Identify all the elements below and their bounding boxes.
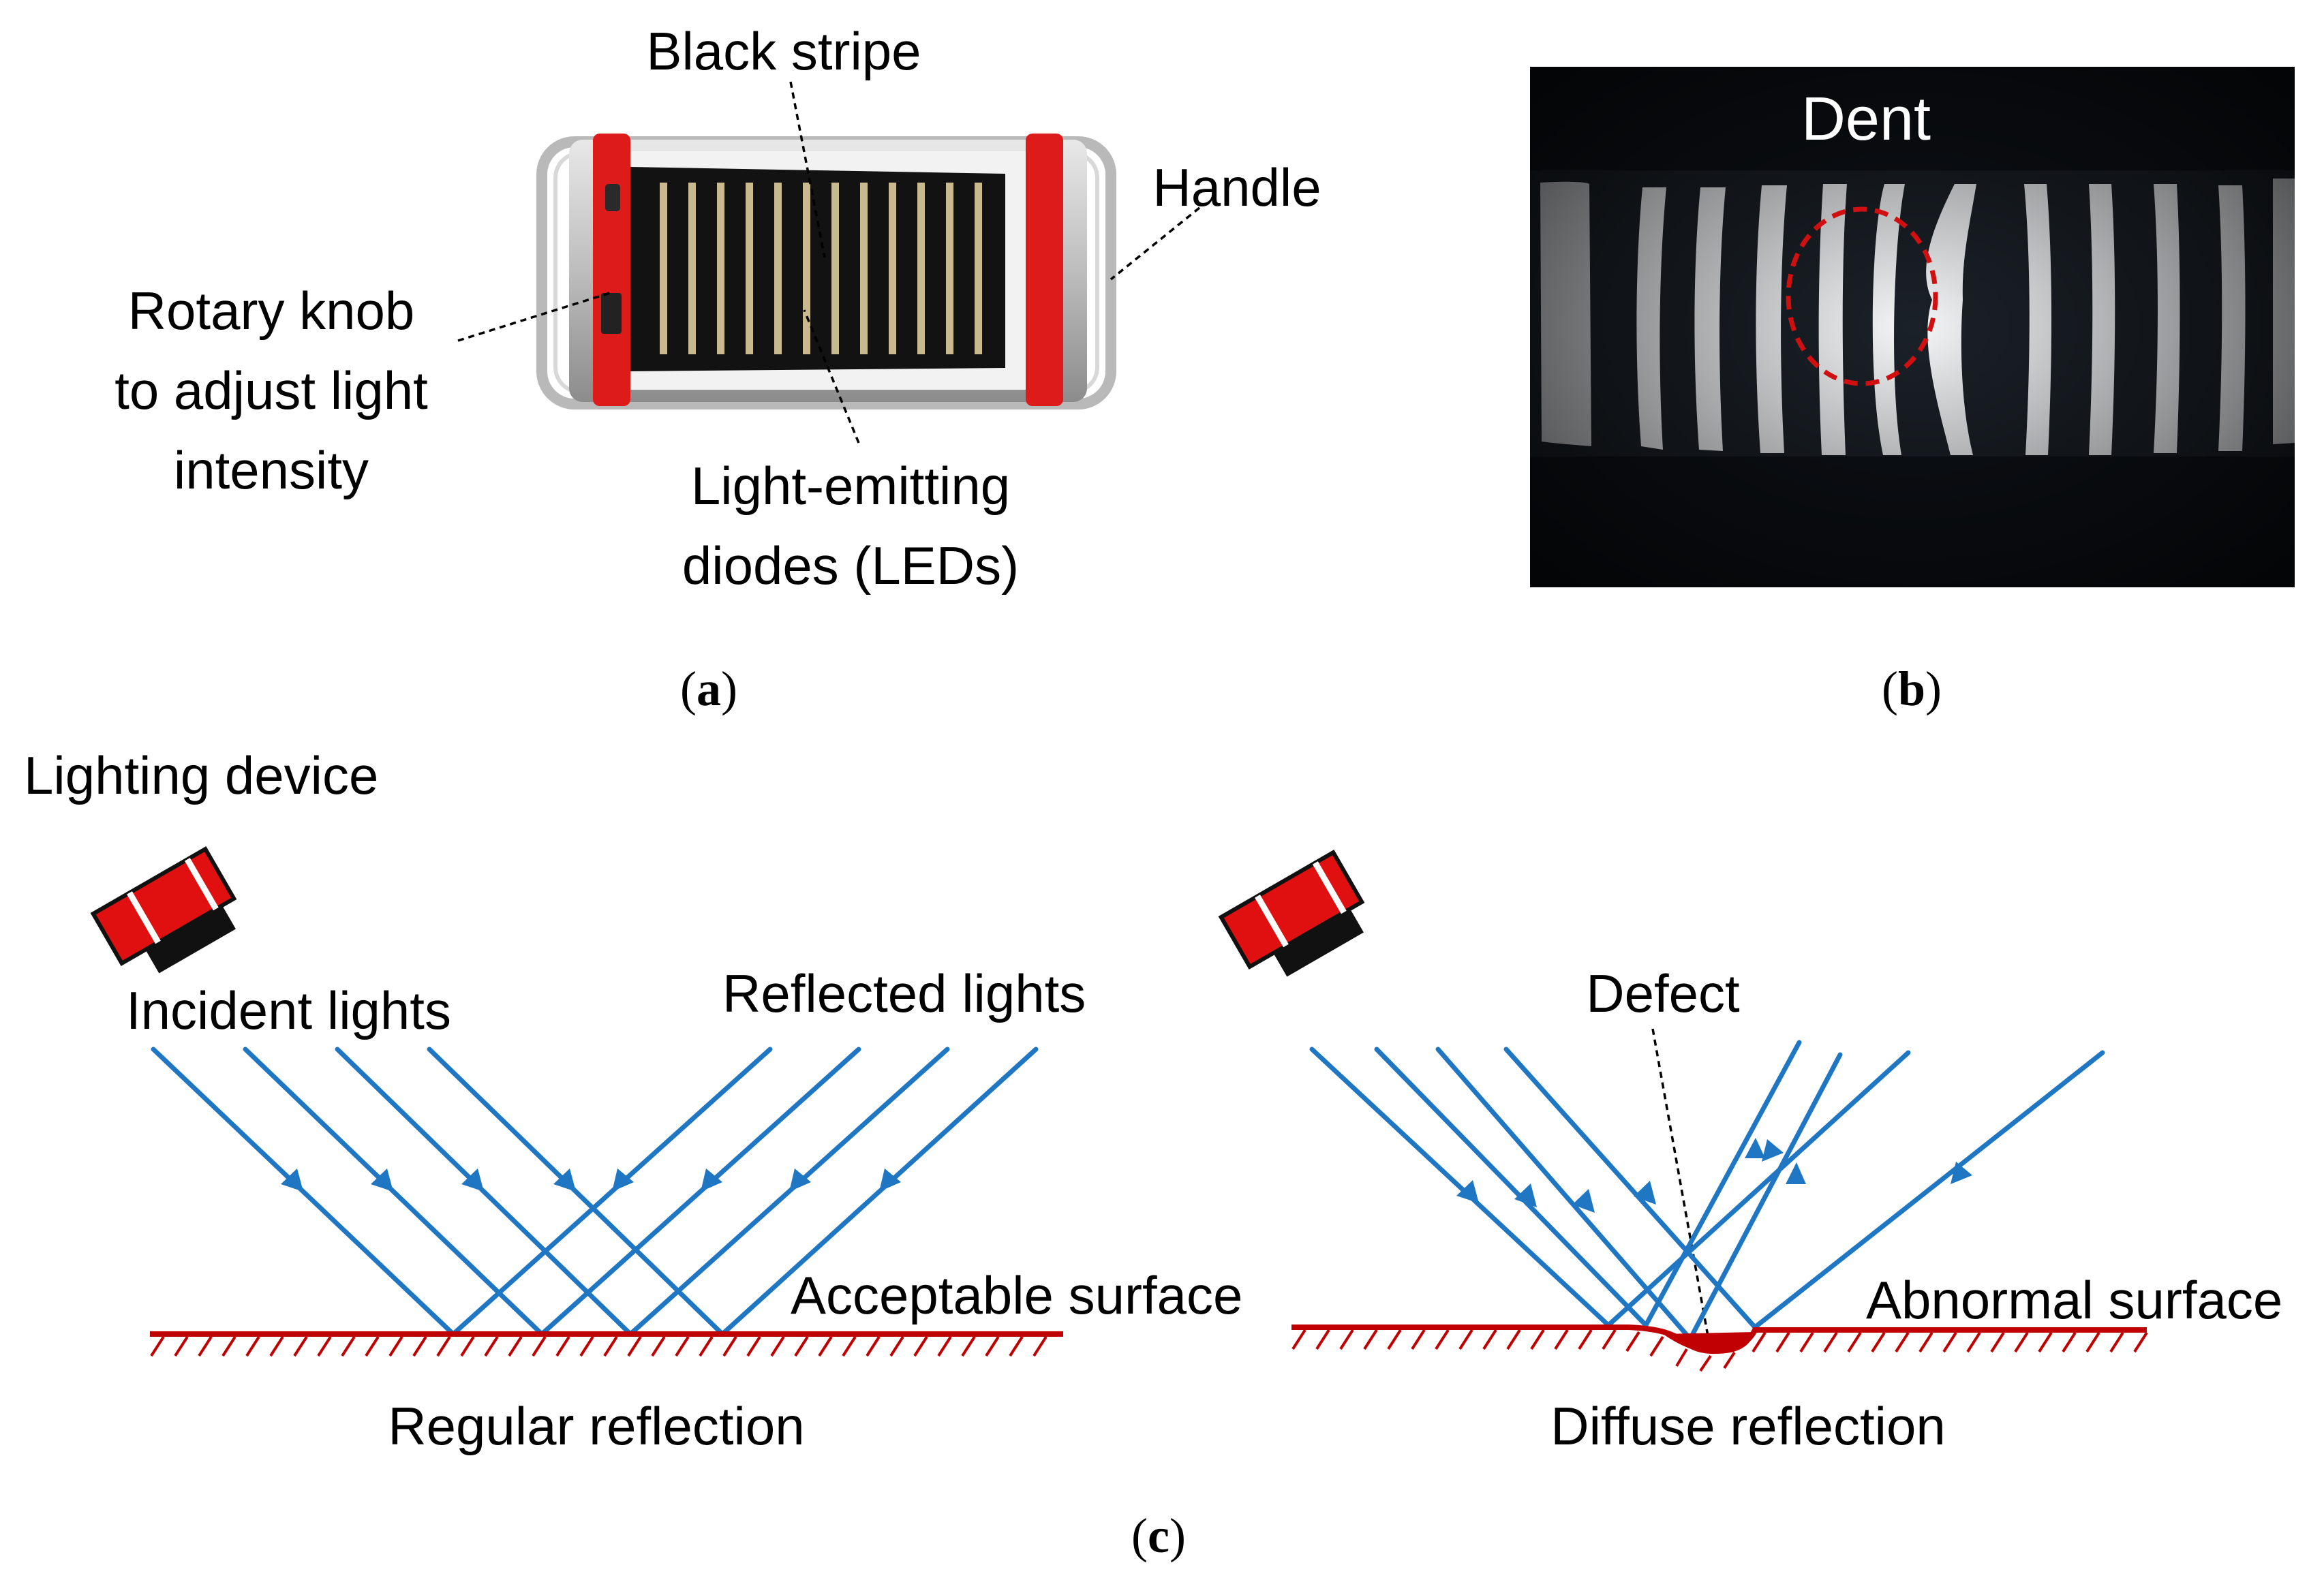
caption-b-letter: b — [1898, 662, 1925, 716]
caption-c: (c) — [1131, 1508, 1186, 1563]
arrowheads-diffuse — [1456, 1138, 1972, 1213]
label-knob-line3: intensity — [174, 440, 369, 500]
surface-hatching-left — [150, 1335, 1048, 1357]
label-acceptable-surface: Acceptable surface — [791, 1265, 1242, 1325]
defect-fill — [1663, 1332, 1755, 1354]
dent-photo — [1530, 67, 2295, 587]
label-lighting-device: Lighting device — [24, 745, 378, 805]
label-led-line1: Light-emitting — [691, 456, 1010, 516]
label-diffuse-reflection: Diffuse reflection — [1550, 1396, 1946, 1456]
caption-a: (a) — [680, 662, 737, 716]
arrowheads-regular — [281, 1168, 901, 1192]
label-knob-line2: to adjust light — [114, 360, 428, 420]
device-photo — [536, 134, 1116, 409]
caption-a-letter: a — [697, 662, 721, 716]
leader-handle — [1110, 206, 1201, 281]
label-knob-line1: Rotary knob — [128, 281, 415, 341]
panel-a: Black stripe Handle Rotary knob to adjus… — [114, 21, 1321, 716]
regular-reflection-diagram: Incident lights Reflected lights — [126, 963, 1242, 1456]
label-defect: Defect — [1586, 963, 1740, 1023]
caption-b: (b) — [1882, 662, 1942, 716]
label-reflected: Reflected lights — [722, 963, 1086, 1023]
leader-black-stripe — [789, 81, 826, 258]
lighting-device-right — [1218, 850, 1365, 977]
leader-led — [803, 309, 860, 444]
label-regular-reflection: Regular reflection — [388, 1396, 804, 1456]
lighting-device-left — [90, 846, 237, 974]
label-black-stripe: Black stripe — [646, 21, 921, 81]
label-handle: Handle — [1152, 157, 1321, 217]
label-dent: Dent — [1801, 85, 1931, 153]
label-led-line2: diodes (LEDs) — [682, 536, 1019, 595]
diffuse-reflection-diagram: Defect — [1291, 963, 2282, 1456]
panel-c: Lighting device Incident lights Reflecte… — [24, 745, 2282, 1563]
leader-defect — [1651, 1028, 1711, 1344]
reflected-rays-diffuse — [1606, 1040, 2105, 1342]
incident-rays-diffuse — [1309, 1047, 1758, 1342]
label-abnormal-surface: Abnormal surface — [1866, 1270, 2282, 1330]
leader-knob — [457, 292, 611, 342]
incident-rays-regular — [151, 1047, 725, 1337]
dent-circle — [1786, 206, 1938, 386]
caption-c-letter: c — [1148, 1508, 1169, 1563]
surface-hatching-right — [1291, 1329, 2148, 1372]
label-incident: Incident lights — [126, 980, 451, 1040]
panel-b: Dent (b) — [1530, 67, 2295, 716]
